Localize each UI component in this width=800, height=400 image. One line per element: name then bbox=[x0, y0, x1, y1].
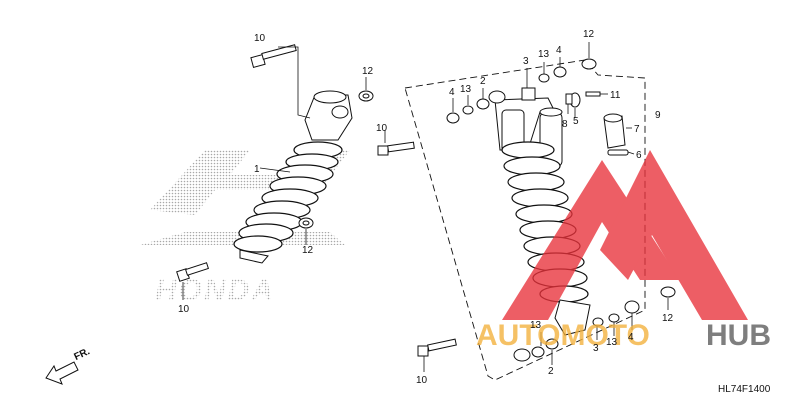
honda-text: HONDA bbox=[155, 274, 275, 307]
callout-10: 10 bbox=[254, 33, 266, 44]
direction-label: FR. bbox=[72, 346, 91, 363]
callout-13: 13 bbox=[460, 84, 472, 95]
watermark-triangle-inner bbox=[600, 150, 748, 320]
callouts: 10 12 1 12 10 10 4 13 2 3 13 4 12 11 9 8… bbox=[178, 29, 674, 386]
right-lower-bolt bbox=[417, 338, 457, 357]
seal-lower-right bbox=[624, 300, 640, 314]
watermark-text-hub: HUB bbox=[706, 319, 771, 352]
washer-upper-right bbox=[538, 73, 550, 83]
washer-upper-left bbox=[462, 105, 474, 115]
collar-lower bbox=[513, 348, 531, 362]
washer-lower-left bbox=[545, 338, 559, 350]
callout-3: 3 bbox=[523, 56, 529, 67]
left-upper-bolt bbox=[250, 44, 297, 68]
right-small-parts bbox=[446, 58, 676, 362]
nut-upper-right bbox=[581, 58, 597, 70]
right-upper-bolt bbox=[377, 141, 415, 156]
callout-4: 4 bbox=[628, 332, 634, 343]
callout-12: 12 bbox=[362, 66, 374, 77]
callout-10: 10 bbox=[416, 375, 428, 386]
left-shock-spring bbox=[233, 141, 343, 253]
clip-5 bbox=[565, 93, 573, 105]
callout-2: 2 bbox=[548, 366, 554, 377]
callout-13: 13 bbox=[530, 320, 542, 331]
front-direction-arrow: FR. bbox=[45, 346, 92, 385]
callout-12: 12 bbox=[662, 313, 674, 324]
diagram-code: HL74F1400 bbox=[718, 384, 771, 395]
bushing-lower bbox=[531, 346, 545, 358]
ring-6 bbox=[607, 149, 629, 156]
callout-13: 13 bbox=[606, 337, 618, 348]
seal-upper-left bbox=[446, 112, 460, 124]
callout-11: 11 bbox=[610, 90, 621, 101]
right-shock-bottom-eye bbox=[554, 299, 591, 336]
callout-9: 9 bbox=[655, 110, 661, 121]
callout-1: 1 bbox=[254, 164, 260, 175]
left-shock-bottom-eye bbox=[239, 249, 269, 264]
callout-10: 10 bbox=[178, 304, 190, 315]
watermark-triangle-outer bbox=[502, 160, 680, 320]
watermark-logo: AUTOMOTO HUB bbox=[476, 150, 771, 352]
callout-10: 10 bbox=[376, 123, 388, 134]
screw-11 bbox=[585, 91, 601, 97]
collar-upper bbox=[488, 90, 506, 104]
left-leader-lines bbox=[182, 46, 367, 300]
callout-4: 4 bbox=[556, 45, 562, 56]
left-lower-bolt bbox=[176, 262, 210, 282]
callout-13: 13 bbox=[538, 49, 550, 60]
watermark-text-automoto: AUTOMOTO bbox=[476, 319, 650, 352]
left-upper-nut bbox=[358, 90, 374, 102]
callout-4: 4 bbox=[449, 87, 455, 98]
nut-lower-right bbox=[660, 286, 676, 298]
right-leader-lines bbox=[384, 42, 669, 372]
callout-12: 12 bbox=[583, 29, 595, 40]
left-lower-nut bbox=[298, 217, 314, 229]
callout-8: 8 bbox=[562, 119, 568, 130]
callout-3: 3 bbox=[593, 343, 599, 354]
washer-lower bbox=[592, 317, 604, 327]
callout-12: 12 bbox=[302, 245, 314, 256]
callout-7: 7 bbox=[634, 124, 640, 135]
callout-2: 2 bbox=[480, 76, 486, 87]
bushing-upper-left bbox=[476, 98, 490, 110]
seal-upper-right bbox=[553, 66, 567, 78]
callout-6: 6 bbox=[636, 150, 642, 161]
left-shock-reservoir bbox=[304, 90, 353, 141]
callout-5: 5 bbox=[573, 116, 579, 127]
left-shock-assembly bbox=[233, 90, 353, 264]
